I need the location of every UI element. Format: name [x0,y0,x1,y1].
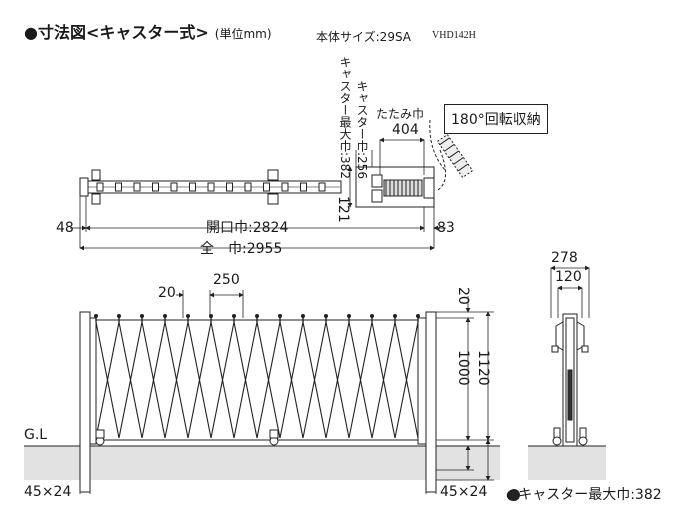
lattice-bar [302,321,327,439]
lattice-bar [348,321,373,439]
lattice-bar [141,321,166,439]
rail-joint [318,182,326,192]
lattice-bar [95,321,120,439]
page-title: ●寸法図<キャスター式> (単位mm) [24,25,272,41]
lattice-bar [210,321,235,439]
rail-joint [189,182,196,192]
post-size-left: 45×24 [24,484,72,500]
lattice-bar [187,321,212,439]
picket-head [347,314,351,318]
lattice-bar [394,321,419,439]
model-code: VHD142H [432,30,476,41]
title-main: ●寸法図<キャスター式> [24,23,209,42]
rail-joint [115,182,122,192]
post-size-right: 45×24 [440,484,488,500]
dim-left-offset: 48 [56,220,74,236]
top-view [70,119,474,251]
picket-head [370,314,374,318]
body-size-label: 本体サイズ:29SA [316,30,412,44]
ground-line-label: G.L [24,427,48,443]
lattice-bar [256,321,281,439]
picket-head [117,314,121,318]
lattice-bar [371,321,396,439]
picket-head [324,314,328,318]
rail-joint [96,182,104,192]
picket-head [416,314,420,318]
rail-joint [226,182,233,192]
rail-joint [300,182,307,192]
unit-label: (単位mm) [214,27,272,41]
rail-joint [170,182,178,192]
lattice-bar [118,321,143,439]
caster-width-vertical: キャスター巾:256 [355,80,369,179]
rotation-storage-label: 180°回転収納 [444,104,548,134]
picket-head [186,314,190,318]
note-bullet-icon [508,489,520,501]
side-view [528,265,606,480]
picket-head [393,314,397,318]
dim-250: 250 [213,272,240,288]
picket-head [232,314,236,318]
fold-width-value: 404 [392,122,419,138]
picket-head [278,314,282,318]
picket-head [255,314,259,318]
picket-head [140,314,144,318]
rail-joint [207,182,215,192]
rail-joint [244,182,252,192]
lattice-bar [325,321,350,439]
picket-head [163,314,167,318]
lattice-bar [279,321,304,439]
dim-20-right: 20 [455,287,471,305]
front-view [24,290,500,494]
picket-head [94,314,98,318]
dim-278: 278 [551,250,578,266]
dim-20-top: 20 [158,285,176,301]
rail-joint [263,182,270,192]
fold-width-label: たたみ巾 [376,107,425,121]
lattice-bar [164,321,189,439]
caster-max-width-vertical: キャスター最大巾:382 [338,56,352,179]
lattice-bar [233,321,258,439]
picket-head [301,314,305,318]
rail-joint [152,182,159,192]
rail-joint [133,182,141,192]
caster-max-width-note: ●キャスター最大巾:382 [506,487,662,503]
rail-joint [281,182,289,192]
dim-120: 120 [555,269,582,285]
dim-depth-left: 121 [335,196,351,223]
